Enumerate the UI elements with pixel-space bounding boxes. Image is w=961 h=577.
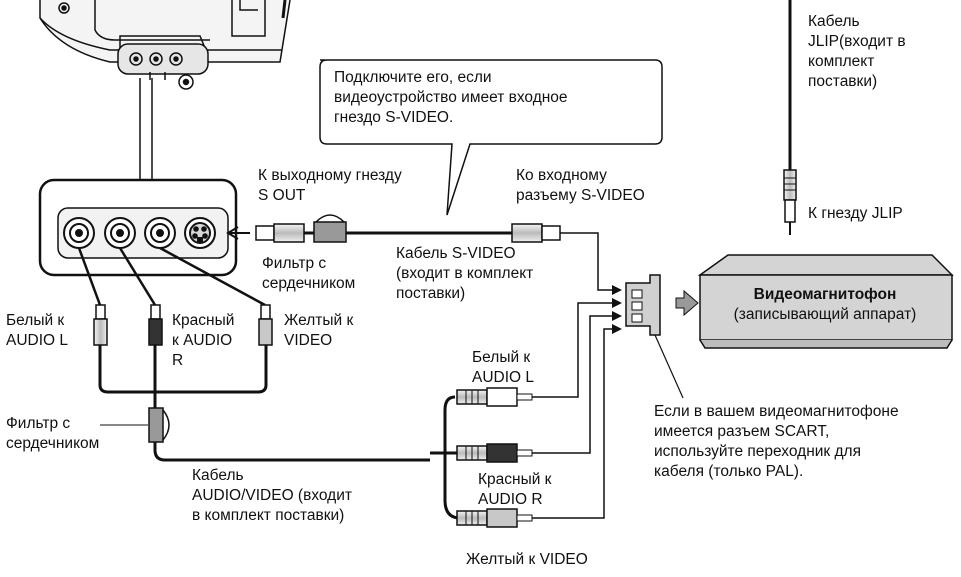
av-jack-red [104, 217, 136, 249]
camcorder-illustration [39, 0, 291, 90]
rca-plug-yellow-left [258, 304, 273, 346]
jlip-jack-label: К гнезду JLIP [808, 205, 903, 222]
callout-bubble [319, 59, 663, 216]
vcr-title: Видеомагнитофон [753, 286, 897, 303]
rca-plug-red-left [148, 304, 163, 346]
yellow-video-right-label: Желтый к VIDEO [466, 551, 588, 568]
callout-text: Подключите его, если видеоустройство име… [334, 69, 568, 126]
s-video-cable [255, 214, 622, 295]
s-video-cable-label: Кабель S-VIDEO(входит в комплект поставк… [396, 245, 534, 302]
core-filter-svideo [313, 214, 347, 243]
rca-plug-white-right [456, 387, 545, 407]
jlip-cable [783, 0, 797, 235]
vcr-subtitle: (записывающий аппарат) [733, 306, 917, 323]
av-jack-white [63, 217, 95, 249]
s-video-jack [184, 217, 216, 249]
core-filter-av [100, 407, 170, 443]
vcr-box [697, 254, 954, 349]
rca-plug-white-left [93, 304, 108, 346]
rca-plug-yellow-right [456, 508, 545, 528]
vcr-label: Видеомагнитофон (записывающий аппарат) [700, 285, 950, 325]
av-jack-yellow [144, 217, 176, 249]
jack-panel [38, 178, 250, 277]
av-cable [77, 246, 461, 520]
scart-adapter [625, 274, 699, 399]
rca-plug-red-right [456, 443, 545, 463]
